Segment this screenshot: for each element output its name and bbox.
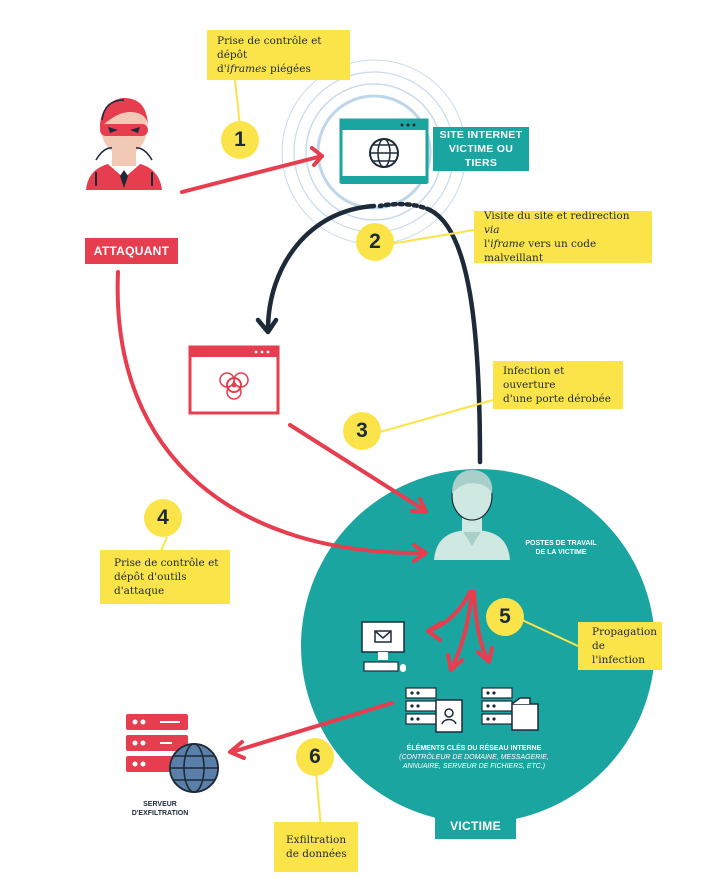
step-4-note-line2: dépôt d'outils d'attaque	[114, 571, 187, 597]
arrow-propagation-ldap	[450, 590, 474, 670]
step-1-badge: 1	[221, 121, 259, 159]
step-1-number: 1	[234, 128, 246, 151]
workstation-user-icon	[434, 470, 510, 560]
workstations-label-line1: POSTES DE TRAVAIL	[525, 540, 597, 547]
website-window-icon	[339, 118, 429, 184]
step-1-note-line1: Prise de contrôle et dépôt	[217, 35, 322, 61]
step-6-note-line1: Exfiltration	[286, 834, 347, 846]
step-3-note-line2: d'une porte dérobée	[503, 393, 611, 405]
victim-network-circle	[301, 469, 655, 823]
note-leaders	[157, 79, 579, 829]
step-4-number: 4	[157, 506, 169, 529]
server-label-line2: D'EXFILTRATION	[131, 810, 189, 817]
step-6-note-line2: de données	[286, 848, 347, 860]
step-1-note-line2-pre: d'	[217, 63, 227, 75]
step-6-note: Exfiltration de données	[274, 822, 358, 872]
website-label-line1: SITE INTERNET	[439, 129, 523, 141]
step-2-badge: 2	[356, 223, 394, 261]
step-2-note-line1-pre: Visite du site et redirection	[484, 210, 630, 222]
step-3-badge: 3	[343, 412, 381, 450]
exfiltration-server-label: SERVEUR D'EXFILTRATION	[120, 800, 200, 818]
arrow-network-to-server	[230, 701, 394, 754]
network-label: ÉLÉMENTS CLÉS DU RÉSEAU INTERNE (CONTRÔL…	[386, 744, 562, 771]
arrow-attacker-to-website	[180, 154, 324, 194]
arrow-attacker-to-workstation	[115, 270, 426, 556]
step-2-note-line2-post: vers un code malveillant	[484, 238, 597, 264]
attacker-label-text: ATTAQUANT	[93, 244, 170, 258]
arrow-victim-to-website	[427, 207, 483, 465]
step-1-note-line2: d'iframes piégées	[217, 62, 340, 76]
step-5-number: 5	[499, 605, 511, 628]
victim-label: VICTIME	[435, 813, 516, 839]
workstations-label: POSTES DE TRAVAIL DE LA VICTIME	[516, 539, 606, 557]
step-4-note: Prise de contrôle et dépôt d'outils d'at…	[100, 550, 230, 604]
step-5-note-line1: Propagation	[592, 626, 658, 638]
arrow-propagation-files	[472, 590, 490, 662]
step-2-number: 2	[369, 230, 381, 253]
workstations-label-line2: DE LA VICTIME	[535, 549, 587, 556]
step-2-note: Visite du site et redirection via l'ifra…	[474, 209, 652, 265]
network-label-title: ÉLÉMENTS CLÉS DU RÉSEAU INTERNE	[406, 745, 542, 752]
step-5-note-line2: de l'infection	[592, 640, 646, 666]
step-3-note: Infection et ouverture d'une porte dérob…	[493, 361, 623, 409]
network-label-sub2: ANNUAIRE, SERVEUR DE FICHIERS, ETC.)	[402, 763, 546, 770]
attacker-label: ATTAQUANT	[85, 238, 178, 264]
step-4-note-line1: Prise de contrôle et	[114, 557, 219, 569]
arrow-website-to-malware	[265, 203, 377, 333]
step-1-note-line2-em: iframes	[226, 63, 267, 75]
file-server-icon	[481, 687, 539, 731]
step-3-note-line1: Infection et ouverture	[503, 365, 565, 391]
attacker-icon	[86, 98, 162, 190]
mail-computer-icon	[361, 621, 406, 672]
arrows	[115, 146, 494, 760]
step-5-note: Propagation de l'infection	[578, 622, 662, 670]
step-2-note-line2-pre: l'	[484, 238, 491, 250]
step-3-number: 3	[356, 419, 368, 442]
malware-window-icon	[188, 345, 280, 415]
step-2-note-line2-em: iframe	[490, 238, 525, 250]
server-label-line1: SERVEUR	[143, 801, 177, 808]
step-2-note-line1: Visite du site et redirection via	[484, 209, 642, 237]
victim-label-text: VICTIME	[450, 819, 501, 833]
website-label: SITE INTERNET VICTIME OU TIERS	[433, 127, 529, 171]
step-1-note-line2-post: piégées	[266, 63, 311, 75]
directory-server-icon	[405, 687, 463, 733]
step-6-number: 6	[309, 745, 321, 768]
arrow-malware-to-workstation	[288, 423, 426, 512]
network-label-sub1: (CONTRÔLEUR DE DOMAINE, MESSAGERIE,	[399, 754, 549, 761]
step-4-badge: 4	[144, 499, 182, 537]
step-2-note-line1-em: via	[484, 224, 500, 236]
step-1-note: Prise de contrôle et dépôt d'iframes pié…	[207, 30, 350, 80]
exfiltration-server-icon	[126, 714, 219, 793]
step-2-note-line2: l'iframe vers un code malveillant	[484, 237, 642, 265]
step-5-badge: 5	[486, 598, 524, 636]
step-6-badge: 6	[296, 738, 334, 776]
website-label-line2: VICTIME OU TIERS	[448, 143, 514, 169]
